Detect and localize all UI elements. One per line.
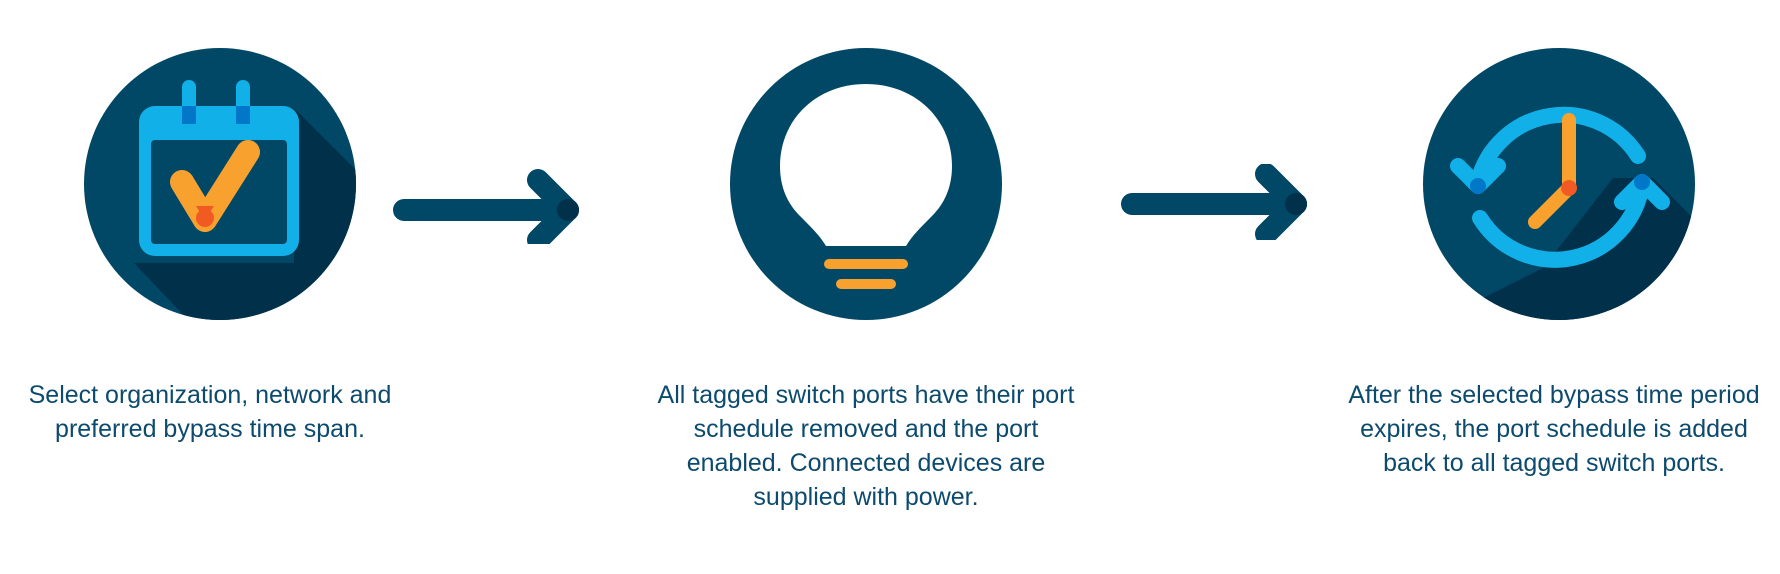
step-caption: After the selected bypass time period ex… (1348, 381, 1760, 477)
step-caption: Select organization, network and preferr… (28, 381, 392, 443)
step-schedule-restored: After the selected bypass time period ex… (1335, 0, 1780, 574)
arrow-right-icon (392, 168, 588, 251)
calendar-check-icon (84, 48, 356, 320)
step-caption: All tagged switch ports have their port … (657, 381, 1075, 511)
step-select-bypass: Select organization, network and preferr… (0, 0, 440, 574)
arrow-right-icon (1120, 163, 1316, 245)
clock-refresh-icon (1423, 48, 1695, 320)
step-ports-enabled: All tagged switch ports have their port … (640, 0, 1080, 574)
lightbulb-icon (730, 48, 1002, 320)
